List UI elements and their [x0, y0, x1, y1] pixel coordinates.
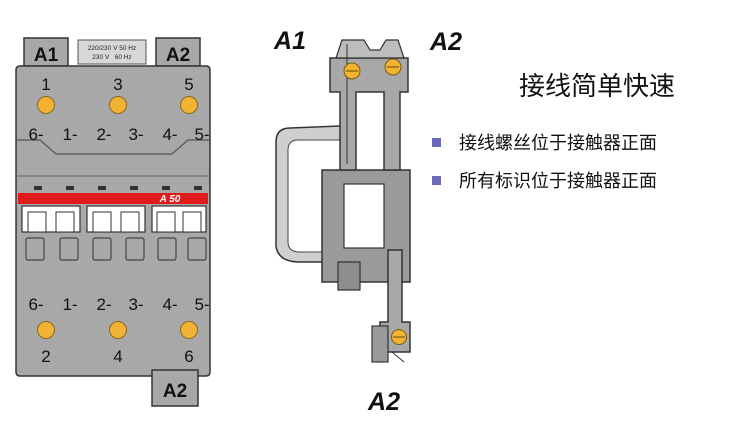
- rating-text-2: 230 V 60 Hz: [92, 54, 131, 61]
- terminal-number-6: 6: [184, 347, 193, 366]
- coil-label-a2-bottom: A2: [163, 381, 187, 402]
- terminal-screw-top-5: [180, 96, 198, 114]
- recess: [125, 237, 145, 261]
- feature-text: 所有标识位于接触器正面: [459, 171, 657, 192]
- terminal-screw-top-1: [37, 96, 55, 114]
- contact-slot: [92, 211, 112, 233]
- indicator-tick: [130, 186, 138, 190]
- terminal-mark-top: 3-: [128, 125, 143, 144]
- terminal-screw-top-3: [109, 96, 127, 114]
- contact-slot: [156, 211, 176, 233]
- coil-wire-bottom: [391, 351, 405, 363]
- recess: [25, 237, 45, 261]
- coil-label-a1: A1: [34, 45, 59, 66]
- rating-text-1: 220/230 V 50 Hz: [88, 45, 136, 52]
- contact-slot: [27, 211, 47, 233]
- body-step-top: [16, 139, 210, 155]
- coil-label-a1: A1: [273, 27, 306, 55]
- model-band: [18, 193, 208, 204]
- terminal-mark-top: 5-: [194, 125, 209, 144]
- terminal-number-3: 3: [113, 75, 122, 94]
- indicator-tick: [34, 186, 42, 190]
- coil-label-a2-bottom: A2: [367, 388, 400, 416]
- feature-list: 接线螺丝位于接触器正面 所有标识位于接触器正面: [432, 130, 657, 206]
- terminal-mark-bottom: 3-: [128, 295, 143, 314]
- terminal-mark-top: 4-: [162, 125, 177, 144]
- coil-illustration: A1 A2 A2: [273, 27, 462, 416]
- terminal-mark-bottom: 1-: [62, 295, 77, 314]
- coil-lower-clip: [371, 325, 389, 363]
- recess: [92, 237, 112, 261]
- terminal-screw-bottom-4: [109, 321, 127, 339]
- terminal-number-1: 1: [41, 75, 50, 94]
- terminal-number-2: 2: [41, 347, 50, 366]
- coil-label-a2-top: A2: [166, 45, 190, 66]
- terminal-number-4: 4: [113, 347, 122, 366]
- terminal-mark-top: 1-: [62, 125, 77, 144]
- recess: [157, 237, 177, 261]
- terminal-screw-bottom-2: [37, 321, 55, 339]
- terminal-mark-bottom: 6-: [28, 295, 43, 314]
- terminal-mark-bottom: 2-: [96, 295, 111, 314]
- rating-plate: [77, 39, 147, 65]
- recess: [187, 237, 207, 261]
- coil-top-clip: [335, 39, 405, 59]
- terminal-mark-top: 2-: [96, 125, 111, 144]
- terminal-mark-bottom: 5-: [194, 295, 209, 314]
- contact-slot: [55, 211, 75, 233]
- bullet-square-icon: [432, 175, 441, 185]
- feature-item: 所有标识位于接触器正面: [432, 168, 657, 192]
- bullet-square-icon: [432, 137, 441, 147]
- coil-core-window: [343, 183, 385, 249]
- section-heading: 接线简单快速: [518, 72, 675, 102]
- indicator-tick: [162, 186, 170, 190]
- feature-item: 接线螺丝位于接触器正面: [432, 130, 657, 154]
- indicator-tick: [98, 186, 106, 190]
- feature-text: 接线螺丝位于接触器正面: [459, 133, 657, 154]
- contactor-front: A1 A2 220/230 V 50 Hz 230 V 60 Hz 1 3 5 …: [15, 37, 211, 407]
- coil-foot: [337, 261, 361, 291]
- contact-slot: [120, 211, 140, 233]
- terminal-screw-bottom-6: [180, 321, 198, 339]
- terminal-mark-bottom: 4-: [162, 295, 177, 314]
- recess: [59, 237, 79, 261]
- terminal-mark-top: 6-: [28, 125, 43, 144]
- indicator-tick: [66, 186, 74, 190]
- coil-tab-a2-bottom: [151, 369, 199, 407]
- terminal-number-5: 5: [184, 75, 193, 94]
- contact-slot: [182, 211, 202, 233]
- indicator-tick: [194, 186, 202, 190]
- coil-upper-yoke: [329, 57, 409, 171]
- contact-windows: [21, 205, 207, 233]
- model-label: A 50: [159, 194, 181, 205]
- coil-label-a2-top: A2: [429, 28, 462, 56]
